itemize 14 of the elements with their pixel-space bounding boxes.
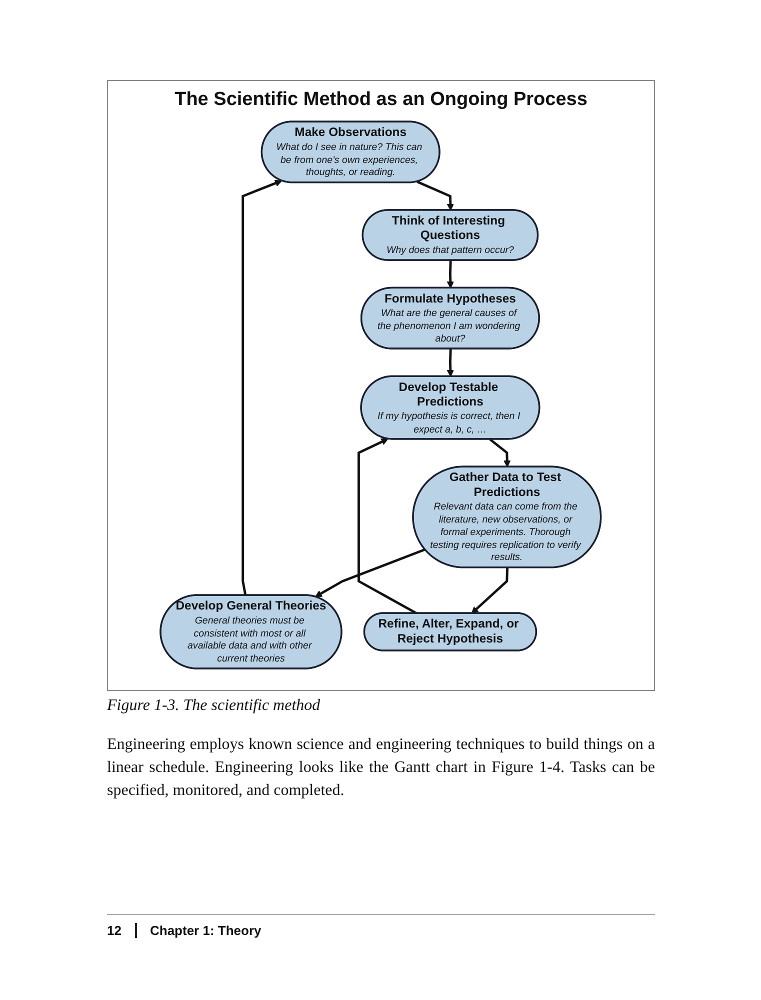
page-number: 12 bbox=[107, 923, 122, 938]
arrow bbox=[472, 568, 509, 614]
arrow bbox=[417, 180, 454, 211]
arrow bbox=[358, 438, 418, 615]
arrow bbox=[490, 438, 512, 468]
arrow bbox=[447, 260, 454, 288]
arrow bbox=[447, 348, 454, 377]
arrow bbox=[242, 180, 282, 596]
figure-frame: The Scientific Method as an Ongoing Process Make Observations What do I see in nature? This can be from one's own experiences, thoughts, or reading. Think of Interesting Questions Why does that pattern occur? Formulate Hypotheses What are the general causes of the phenomenon I am wondering about? Develop Testable Predictions If my hypothesis is correct, then I expect a, b, c, … Gather Data to Test Predictions Relevant data can come from the literature, new observations, or formal experiments. Thorough testing requires replication to verify results. Develop General Theories General theories must be consistent with most or all available data and with other current theories Refine, Alter, Expand, or Reject Hypothesis bbox=[107, 80, 655, 691]
figure-caption: Figure 1-3. The scientific method bbox=[107, 697, 320, 715]
chapter-title: Chapter 1: Theory bbox=[150, 923, 262, 938]
body-paragraph: Engineering employs known science and engineering techniques to build things on a linear schedule. Engineering looks like the Gantt chart in Figure 1-4. Tasks can be specified, monitored, and completed. bbox=[107, 735, 655, 801]
arrow bbox=[315, 548, 426, 598]
diagram-title: The Scientific Method as an Ongoing Process bbox=[174, 89, 588, 111]
